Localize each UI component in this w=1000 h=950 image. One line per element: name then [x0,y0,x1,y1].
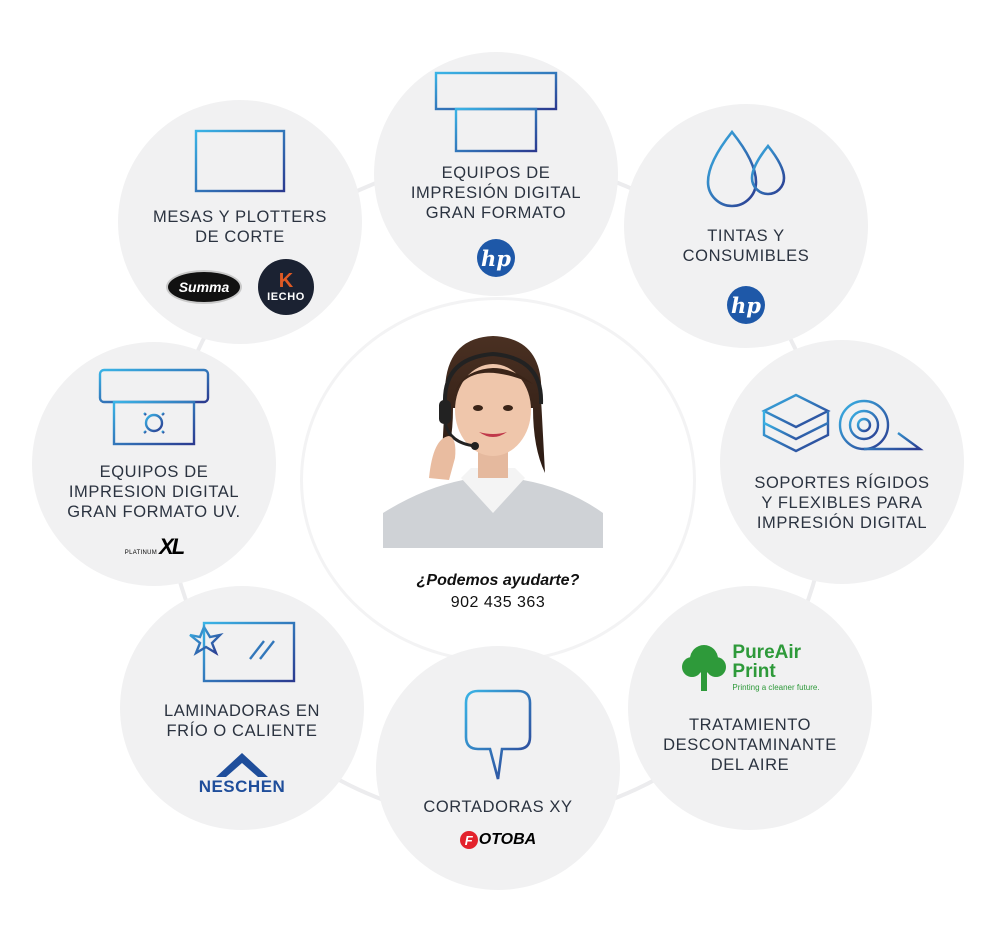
bubble-laminadoras[interactable]: LAMINADORAS EN FRÍO O CALIENTE NESCHEN [120,586,364,830]
help-center: ¿Podemos ayudarte? 902 435 363 [303,300,693,660]
bubble-cortadoras-label: CORTADORAS XY [423,798,573,816]
bubble-uv-label: EQUIPOS DE IMPRESION DIGITAL GRAN FORMAT… [67,463,241,521]
bubble-uv[interactable]: EQUIPOS DE IMPRESION DIGITAL GRAN FORMAT… [32,342,276,586]
bubble-tratamiento-label: TRATAMIENTO DESCONTAMINANTE DEL AIRE [663,716,837,774]
cutting-table-icon [194,129,286,193]
help-phone[interactable]: 902 435 363 [450,594,546,611]
bubble-equipos-label: EQUIPOS DE IMPRESIÓN DIGITAL GRAN FORMAT… [410,164,582,222]
speech-bubble-icon [464,689,532,780]
hp-logo: hp [727,286,765,324]
bubble-soportes-label: SOPORTES RÍGIDOS Y FLEXIBLES PARA IMPRES… [754,474,930,532]
bubble-tintas-label: TINTAS Y CONSUMIBLES [682,227,810,265]
bubble-tintas[interactable]: TINTAS Y CONSUMIBLES hp [624,104,868,348]
summa-logo: Summa [166,270,242,304]
bubble-soportes[interactable]: SOPORTES RÍGIDOS Y FLEXIBLES PARA IMPRES… [720,340,964,584]
bubble-mesas-label: MESAS Y PLOTTERS DE CORTE [152,208,328,246]
neschen-mark-icon [216,753,268,777]
uv-printer-icon [98,368,210,446]
bubble-tratamiento[interactable]: PureAir Print Printing a cleaner future.… [628,586,872,830]
printer-icon [434,71,558,153]
help-question: ¿Podemos ayudarte? [416,572,580,589]
tree-icon [682,645,727,691]
ink-drops-icon [706,129,786,208]
support-agent-portrait [383,336,603,548]
bubble-laminadoras-label: LAMINADORAS EN FRÍO O CALIENTE [163,702,320,740]
media-rolls-icon [761,393,924,453]
hp-logo: hp [477,239,515,277]
pureair-print-logo: PureAir Print Printing a cleaner future. [680,641,820,693]
bubble-equipos-impresion[interactable]: EQUIPOS DE IMPRESIÓN DIGITAL GRAN FORMAT… [374,52,618,296]
neschen-logo: NESCHEN [199,751,286,797]
laminator-icon [189,621,296,683]
